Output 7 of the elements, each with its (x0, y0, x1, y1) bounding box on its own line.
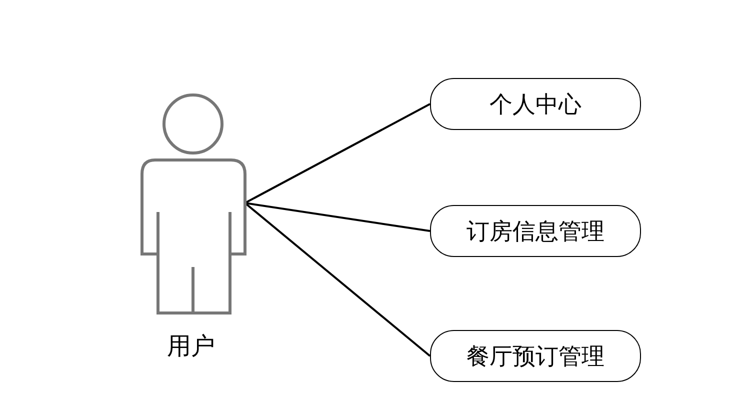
use-case-box: 餐厅预订管理 (430, 330, 641, 382)
use-case-box: 订房信息管理 (430, 205, 641, 257)
association-line (244, 202, 430, 232)
association-line (244, 202, 431, 357)
association-line (244, 103, 430, 204)
use-case-box: 个人中心 (430, 78, 641, 130)
actor-label: 用户 (166, 331, 216, 362)
